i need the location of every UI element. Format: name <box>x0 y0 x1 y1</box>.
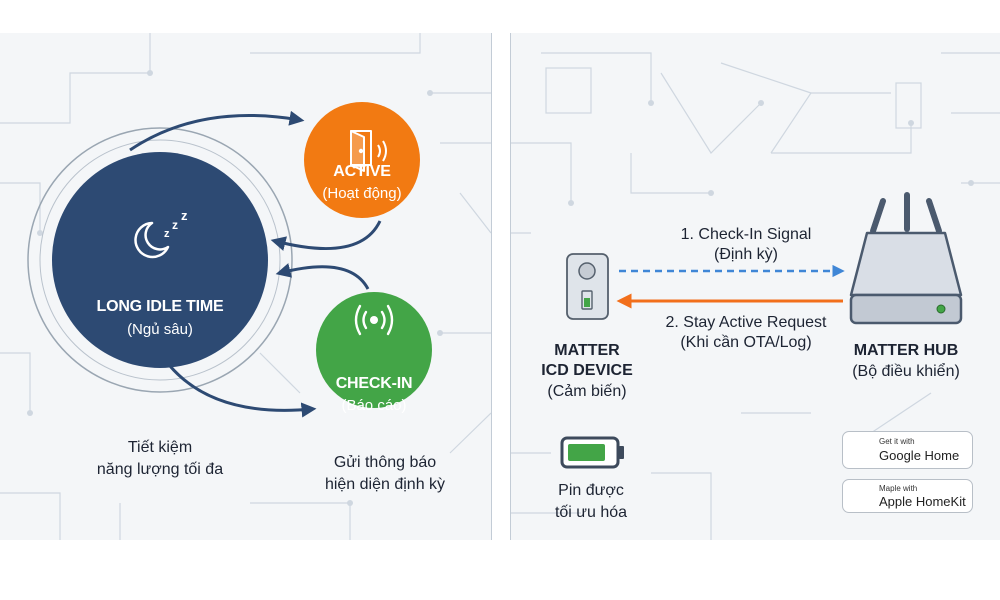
google-badge-small: Get it with <box>879 437 915 446</box>
sleep-title: LONG IDLE TIME <box>96 298 224 315</box>
hub-line1: MATTER HUB <box>853 342 959 359</box>
apple-badge-main: Apple HomeKit <box>879 494 966 509</box>
caption-presence-line1: Gửi thông báo <box>333 454 437 471</box>
google-badge-main: Google Home <box>879 448 960 463</box>
battery-line2: tối ưu hóa <box>554 504 628 521</box>
left-panel: z z z LONG IDLE TIME (Ngủ sâu) ACTIVE (H… <box>0 33 492 540</box>
checkin-title: CHECK-IN <box>335 375 413 392</box>
right-panel: 1. Check-In Signal (Định kỳ) 2. Stay Act… <box>510 33 1000 540</box>
caption-presence-line2: hiện diện định kỳ <box>324 476 446 493</box>
google-home-badge[interactable]: Get it with Google Home <box>842 431 973 469</box>
hub-label: MATTER HUB (Bộ điều khiển) <box>836 341 976 383</box>
sleep-subtitle: (Ngủ sâu) <box>127 321 193 338</box>
caption-energy: Tiết kiệm năng lượng tối đa <box>80 437 240 481</box>
signal1-sub: (Định kỳ) <box>713 246 778 263</box>
device-sub: (Cảm biến) <box>547 383 627 400</box>
signal2-sub: (Khi cần OTA/Log) <box>680 334 812 351</box>
battery-caption: Pin được tối ưu hóa <box>541 480 641 524</box>
hub-sub: (Bộ điều khiển) <box>852 363 960 380</box>
device-line2: ICD DEVICE <box>541 362 633 379</box>
caption-energy-line2: năng lượng tối đa <box>96 461 224 478</box>
signal1-label: 1. Check-In Signal <box>680 226 812 243</box>
caption-energy-line1: Tiết kiệm <box>127 439 193 456</box>
signal2-label: 2. Stay Active Request <box>665 314 827 331</box>
device-label: MATTER ICD DEVICE (Cảm biến) <box>527 341 647 403</box>
apple-badge-small: Maple with <box>879 484 918 493</box>
device-line1: MATTER <box>554 342 620 359</box>
active-subtitle: (Hoạt động) <box>322 185 402 202</box>
checkin-subtitle: (Báo cáo) <box>341 397 407 414</box>
apple-homekit-badge[interactable]: Maple with Apple HomeKit <box>842 479 973 513</box>
active-title: ACTIVE <box>333 163 391 180</box>
caption-presence: Gửi thông báo hiện diện định kỳ <box>300 452 470 496</box>
battery-line1: Pin được <box>558 482 624 499</box>
circuit-background <box>511 52 1000 540</box>
